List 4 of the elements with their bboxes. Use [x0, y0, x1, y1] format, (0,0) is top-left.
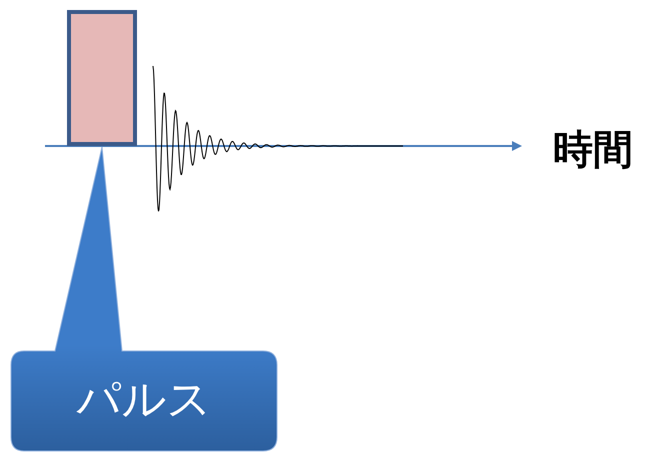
pulse-rectangle — [67, 10, 137, 146]
axis-label: 時間 — [553, 130, 633, 170]
callout-text: パルス — [76, 378, 212, 422]
callout-shape — [10, 146, 278, 452]
